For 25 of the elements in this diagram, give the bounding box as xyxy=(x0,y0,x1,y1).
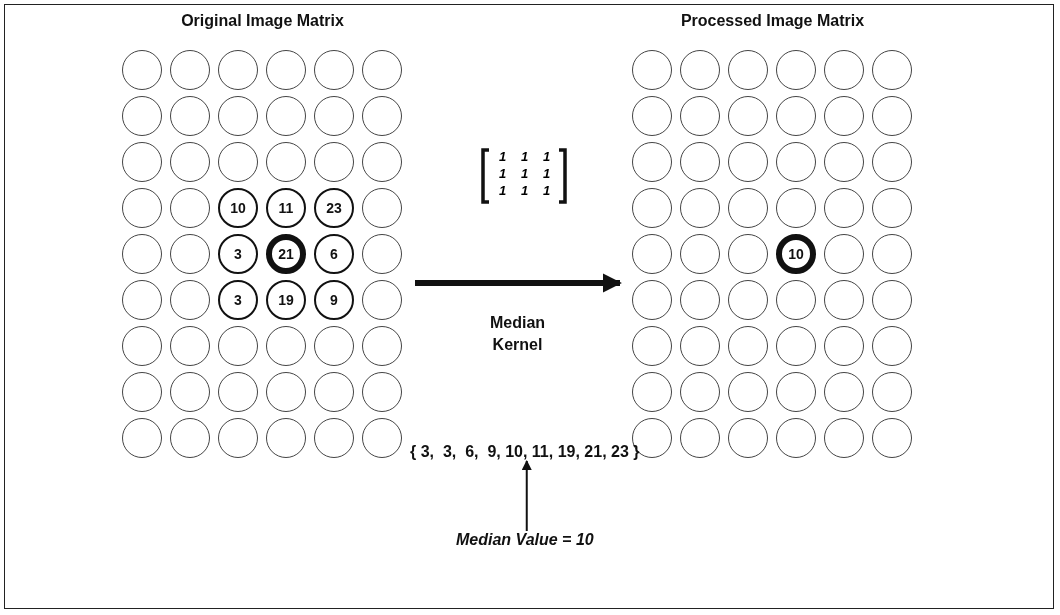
kernel-value: 1 xyxy=(521,149,529,164)
pixel-value-circle: 10 xyxy=(218,188,258,228)
kernel-value: 1 xyxy=(499,183,507,198)
result-text: Median Value = 10 xyxy=(456,531,594,549)
pixel-value-circle: 23 xyxy=(314,188,354,228)
kernel-value: 1 xyxy=(543,183,551,198)
pixel-value-circle: 21 xyxy=(266,234,306,274)
pixel-value-circle: 19 xyxy=(266,280,306,320)
kernel-value: 1 xyxy=(543,149,551,164)
pixel-value-circle: 9 xyxy=(314,280,354,320)
kernel-value: 1 xyxy=(499,166,507,181)
kernel-value: 1 xyxy=(521,183,529,198)
kernel-value: 1 xyxy=(499,149,507,164)
arrow xyxy=(521,460,532,532)
pixel-value-circle: 10 xyxy=(776,234,816,274)
pixel-value-circle: 3 xyxy=(218,234,258,274)
kernel-value: 1 xyxy=(543,166,551,181)
matrix-title: Original Image Matrix xyxy=(180,12,345,30)
matrix-title: Processed Image Matrix xyxy=(679,12,866,30)
kernel-value: 1 xyxy=(521,166,529,181)
pixel-value-circle: 11 xyxy=(266,188,306,228)
pixel-value-circle: 6 xyxy=(314,234,354,274)
pixel-value-circle: 3 xyxy=(218,280,258,320)
sorted-values-text: { 3, 3, 6, 9, 10, 11, 19, 21, 23 } xyxy=(410,443,640,461)
edge-label: Median Kernel xyxy=(488,313,547,355)
